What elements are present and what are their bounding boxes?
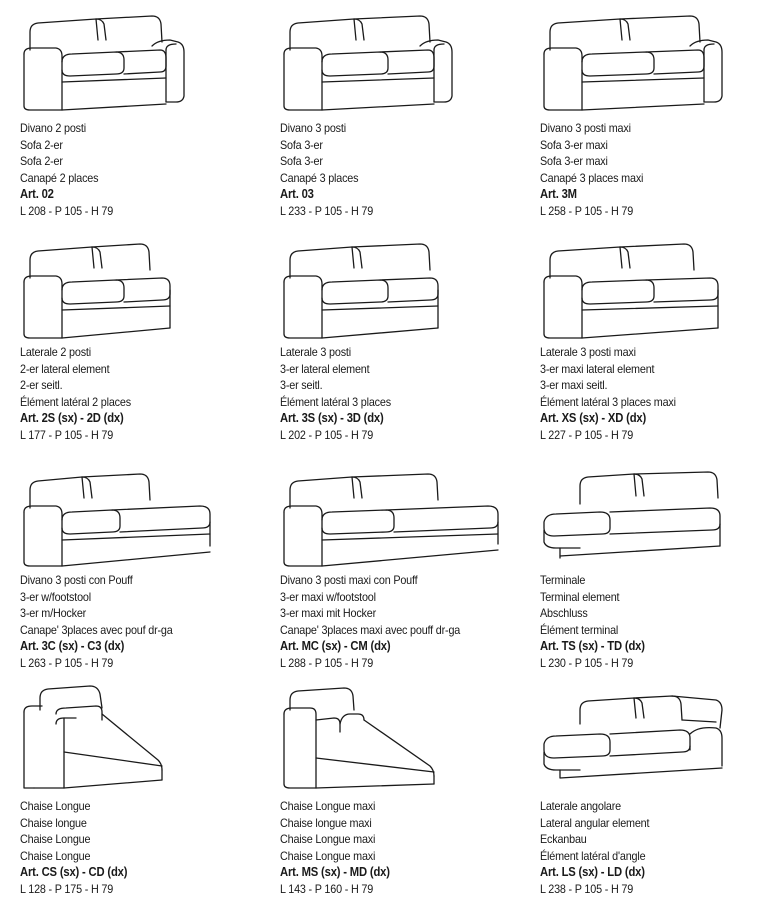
- product-name-en: 3-er lateral element: [280, 361, 370, 376]
- product-name-en: 2-er lateral element: [20, 361, 110, 376]
- product-text: Laterale 2 posti 2-er lateral element 2-…: [20, 344, 143, 443]
- product-name-de: 3-er seitl.: [280, 378, 323, 392]
- product-text: Laterale 3 posti 3-er lateral element 3-…: [280, 344, 403, 443]
- product-article: Art. 3M: [540, 187, 577, 201]
- product-name-en: 3-er w/footstool: [20, 589, 91, 604]
- product-dimensions: L 233 - P 105 - H 79: [280, 203, 374, 218]
- product-name-en: Lateral angular element: [540, 815, 650, 830]
- product-dimensions: L 230 - P 105 - H 79: [540, 655, 634, 670]
- lateral-2-seat-icon: [23, 243, 171, 339]
- lateral-3-seat-icon: [283, 243, 439, 339]
- chaise-longue-maxi-icon: [283, 687, 435, 789]
- product-name-de: Eckanbau: [540, 832, 587, 846]
- product-name-en: Chaise longue maxi: [280, 815, 372, 830]
- sofa-3-seat-maxi-icon: [543, 15, 723, 111]
- product-name-it: Divano 2 posti: [20, 121, 86, 135]
- product-name-fr: Chaise Longue maxi: [280, 848, 376, 863]
- product-text: Terminale Terminal element Abschluss Élé…: [540, 572, 656, 671]
- product-name-it: Laterale 3 posti: [280, 345, 351, 359]
- product-dimensions: L 227 - P 105 - H 79: [540, 427, 634, 442]
- product-article: Art. 02: [20, 187, 54, 201]
- product-dimensions: L 143 - P 160 - H 79: [280, 881, 374, 896]
- product-article: Art. MC (sx) - CM (dx): [280, 639, 391, 653]
- product-article: Art. XS (sx) - XD (dx): [540, 411, 647, 425]
- lateral-3-seat-maxi-icon: [543, 243, 719, 339]
- product-article: Art. 3C (sx) - C3 (dx): [20, 639, 125, 653]
- product-name-fr: Canapé 3 places: [280, 170, 359, 185]
- product-name-fr: Canapé 3 places maxi: [540, 170, 644, 185]
- product-name-it: Divano 3 posti: [280, 121, 346, 135]
- product-name-de: 3-er m/Hocker: [20, 606, 87, 620]
- product-article: Art. CS (sx) - CD (dx): [20, 865, 128, 879]
- product-name-fr: Élément latéral 3 places maxi: [540, 394, 676, 409]
- chaise-longue-icon: [23, 685, 163, 789]
- product-name-it: Laterale 3 posti maxi: [540, 345, 636, 359]
- product-name-de: Sofa 3-er: [280, 154, 323, 168]
- product-article: Art. LS (sx) - LD (dx): [540, 865, 645, 879]
- corner-lateral-icon: [543, 695, 723, 779]
- product-name-it: Chaise Longue maxi: [280, 799, 376, 813]
- product-name-en: Sofa 2-er: [20, 137, 63, 152]
- product-name-it: Divano 3 posti con Pouff: [20, 573, 133, 587]
- product-name-de: Sofa 2-er: [20, 154, 63, 168]
- product-article: Art. MS (sx) - MD (dx): [280, 865, 390, 879]
- product-name-en: Chaise longue: [20, 815, 87, 830]
- product-name-en: Sofa 3-er maxi: [540, 137, 608, 152]
- product-name-it: Divano 3 posti maxi: [540, 121, 631, 135]
- product-name-fr: Élément latéral 2 places: [20, 394, 131, 409]
- product-name-fr: Canape' 3places maxi avec pouff dr-ga: [280, 622, 461, 637]
- product-name-de: Chaise Longue: [20, 832, 91, 846]
- product-name-fr: Canape' 3places avec pouf dr-ga: [20, 622, 173, 637]
- product-dimensions: L 208 - P 105 - H 79: [20, 203, 114, 218]
- product-name-fr: Élément latéral d'angle: [540, 848, 646, 863]
- sofa-3-seat-icon: [283, 15, 453, 111]
- product-name-en: 3-er maxi lateral element: [540, 361, 655, 376]
- sofa-3-seat-pouff-icon: [23, 473, 211, 567]
- product-name-fr: Élément latéral 3 places: [280, 394, 391, 409]
- product-name-en: 3-er maxi w/footstool: [280, 589, 376, 604]
- product-text: Divano 2 posti Sofa 2-er Sofa 2-er Canap…: [20, 120, 123, 219]
- product-name-en: Sofa 3-er: [280, 137, 323, 152]
- product-name-it: Laterale angolare: [540, 799, 622, 813]
- product-name-de: 3-er maxi seitl.: [540, 378, 608, 392]
- product-article: Art. TS (sx) - TD (dx): [540, 639, 645, 653]
- product-name-it: Chaise Longue: [20, 799, 91, 813]
- product-article: Art. 03: [280, 187, 314, 201]
- product-text: Divano 3 posti maxi Sofa 3-er maxi Sofa …: [540, 120, 655, 219]
- product-dimensions: L 202 - P 105 - H 79: [280, 427, 374, 442]
- product-name-de: Abschluss: [540, 606, 588, 620]
- product-article: Art. 2S (sx) - 2D (dx): [20, 411, 124, 425]
- product-name-it: Laterale 2 posti: [20, 345, 91, 359]
- product-name-it: Terminale: [540, 573, 586, 587]
- product-name-de: Sofa 3-er maxi: [540, 154, 608, 168]
- product-dimensions: L 258 - P 105 - H 79: [540, 203, 634, 218]
- product-name-it: Divano 3 posti maxi con Pouff: [280, 573, 418, 587]
- product-text: Divano 3 posti con Pouff 3-er w/footstoo…: [20, 572, 190, 671]
- product-name-en: Terminal element: [540, 589, 620, 604]
- product-name-de: 3-er maxi mit Hocker: [280, 606, 377, 620]
- product-article: Art. 3S (sx) - 3D (dx): [280, 411, 384, 425]
- product-dimensions: L 288 - P 105 - H 79: [280, 655, 374, 670]
- product-text: Divano 3 posti maxi con Pouff 3-er maxi …: [280, 572, 480, 671]
- product-name-de: Chaise Longue maxi: [280, 832, 376, 846]
- terminal-element-icon: [543, 471, 721, 559]
- sofa-2-seat-icon: [23, 15, 185, 111]
- product-name-fr: Canapé 2 places: [20, 170, 99, 185]
- product-text: Laterale 3 posti maxi 3-er maxi lateral …: [540, 344, 691, 443]
- product-text: Chaise Longue maxi Chaise longue maxi Ch…: [280, 798, 402, 897]
- sofa-3-seat-maxi-pouff-icon: [283, 473, 499, 567]
- product-name-de: 2-er seitl.: [20, 378, 63, 392]
- product-dimensions: L 263 - P 105 - H 79: [20, 655, 114, 670]
- product-name-fr: Élément terminal: [540, 622, 619, 637]
- product-dimensions: L 128 - P 175 - H 79: [20, 881, 114, 896]
- product-text: Divano 3 posti Sofa 3-er Sofa 3-er Canap…: [280, 120, 383, 219]
- product-dimensions: L 238 - P 105 - H 79: [540, 881, 634, 896]
- product-dimensions: L 177 - P 105 - H 79: [20, 427, 114, 442]
- product-text: Laterale angolare Lateral angular elemen…: [540, 798, 661, 897]
- product-text: Chaise Longue Chaise longue Chaise Longu…: [20, 798, 139, 897]
- product-name-fr: Chaise Longue: [20, 848, 91, 863]
